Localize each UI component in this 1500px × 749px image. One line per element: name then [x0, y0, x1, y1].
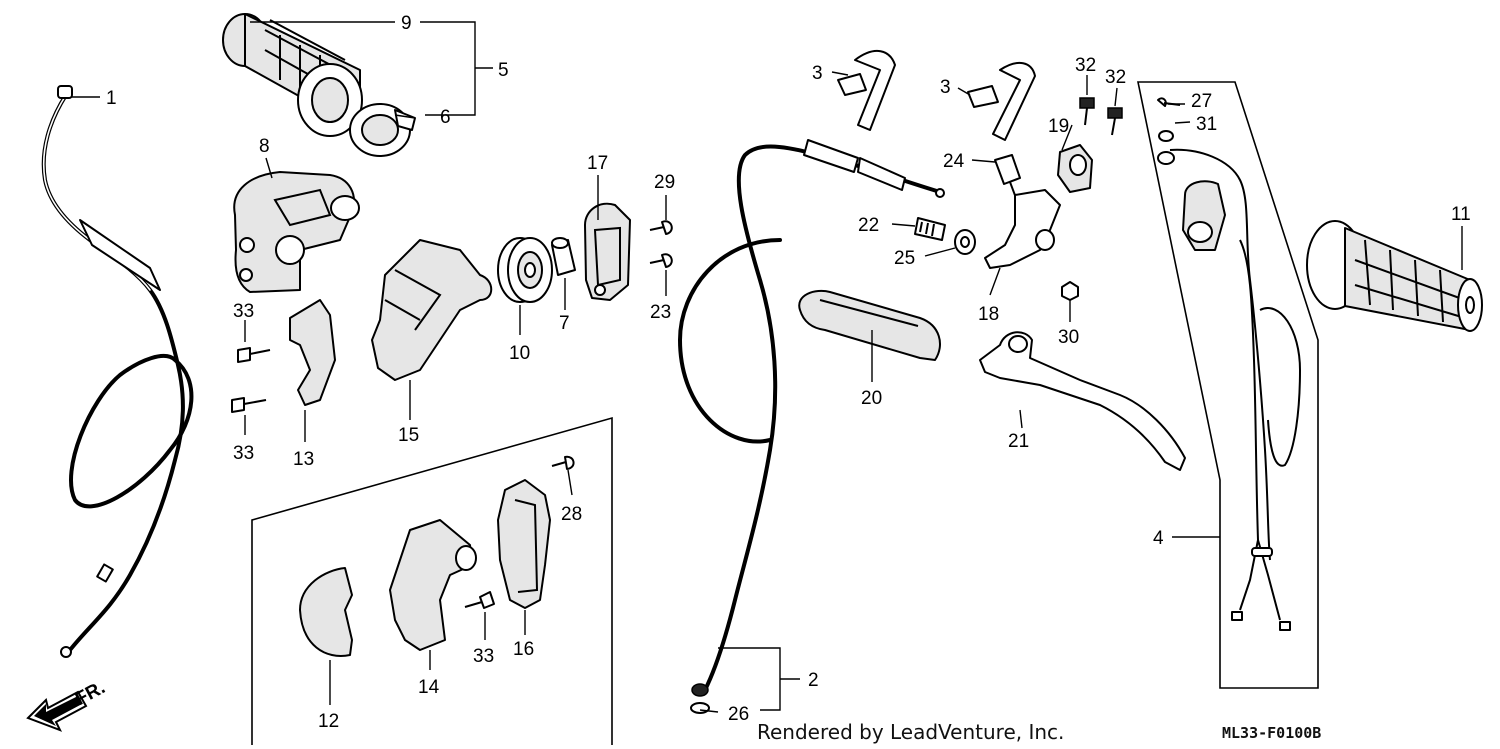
- housing-part-14[interactable]: [389, 519, 477, 651]
- throttle-pulley-part[interactable]: [497, 237, 553, 303]
- callout-21: 21: [1008, 431, 1029, 452]
- callout-28: 28: [561, 504, 582, 525]
- throttle-clamp-part[interactable]: [289, 299, 336, 406]
- callout-18: 18: [978, 304, 999, 325]
- screw-part-28[interactable]: [551, 455, 575, 470]
- callout-23: 23: [650, 302, 671, 323]
- nut-part-30[interactable]: [1061, 281, 1079, 301]
- callout-6: 6: [440, 107, 451, 128]
- callout-11: 11: [1451, 204, 1471, 225]
- callout-13: 13: [293, 449, 314, 470]
- bolt-part-33c[interactable]: [464, 591, 495, 609]
- callout-7: 7: [559, 313, 570, 334]
- callout-14: 14: [418, 677, 440, 698]
- housing-cover-part[interactable]: [584, 202, 631, 301]
- throttle-cable-part[interactable]: [41, 85, 194, 658]
- callout-leaders: [72, 21, 1463, 713]
- callout-29: 29: [654, 172, 675, 193]
- callout-30: 30: [1058, 327, 1079, 348]
- front-direction-arrow-icon: [26, 690, 88, 732]
- callout-8: 8: [259, 136, 270, 157]
- bolt-part-32b[interactable]: [1107, 107, 1123, 136]
- callout-31: 31: [1196, 114, 1217, 135]
- callout-16: 16: [513, 639, 534, 660]
- callout-4: 4: [1153, 528, 1164, 549]
- screw-part-27[interactable]: [1157, 97, 1181, 107]
- switch-assembly-inset-frame: [1137, 81, 1319, 689]
- throttle-housing-part[interactable]: [233, 171, 360, 293]
- callout-26: 26: [728, 704, 749, 725]
- alternate-parts-inset-frame: [251, 416, 613, 745]
- lever-bracket-part-19[interactable]: [1057, 144, 1093, 193]
- adjuster-part-22[interactable]: [914, 217, 946, 241]
- callout-9: 9: [401, 13, 412, 34]
- housing-body-part[interactable]: [371, 239, 493, 381]
- callout-19: 19: [1048, 116, 1069, 137]
- callout-labels: 1 2 3 3 4 5 6 7 8 9 10 11 12 13 14 15 16…: [106, 13, 1471, 732]
- callout-33c: 33: [473, 646, 494, 667]
- washer-part-31[interactable]: [1157, 130, 1175, 165]
- callout-32b: 32: [1105, 67, 1126, 88]
- callout-15: 15: [398, 425, 419, 446]
- callout-2: 2: [808, 670, 819, 691]
- callout-3a: 3: [812, 63, 823, 84]
- locknut-part-25[interactable]: [954, 229, 976, 255]
- callout-10: 10: [509, 343, 530, 364]
- engine-stop-switch-part-4[interactable]: [1169, 148, 1302, 631]
- clamp-part-12[interactable]: [299, 567, 353, 657]
- lever-cover-part-20[interactable]: [798, 290, 941, 361]
- clutch-lever-part-21[interactable]: [979, 331, 1186, 471]
- cover-part-16[interactable]: [497, 479, 551, 609]
- callout-5: 5: [498, 60, 509, 81]
- cable-tie-part-3a[interactable]: [837, 50, 896, 131]
- collar-part[interactable]: [551, 237, 576, 276]
- diagram-code: ML33-F0100B: [1222, 724, 1321, 742]
- bolt-part-33a[interactable]: [237, 347, 271, 363]
- callout-1: 1: [106, 88, 117, 109]
- callout-12: 12: [318, 711, 339, 732]
- lever-bracket-part-18[interactable]: [984, 189, 1061, 269]
- callout-20: 20: [861, 388, 882, 409]
- throttle-grip-part[interactable]: [222, 13, 416, 157]
- adjuster-part-24[interactable]: [994, 154, 1021, 199]
- callout-24: 24: [943, 151, 965, 172]
- callout-27: 27: [1191, 91, 1212, 112]
- callout-33a: 33: [233, 301, 254, 322]
- callout-33b: 33: [233, 443, 254, 464]
- callout-32a: 32: [1075, 55, 1096, 76]
- callout-25: 25: [894, 248, 915, 269]
- clutch-cable-part[interactable]: [677, 139, 945, 714]
- screw-part-23[interactable]: [649, 253, 673, 268]
- callout-3b: 3: [940, 77, 951, 98]
- bolt-part-32a[interactable]: [1079, 97, 1095, 126]
- render-credit: Rendered by LeadVenture, Inc.: [757, 720, 1064, 744]
- left-grip-part-11[interactable]: [1306, 220, 1483, 332]
- cable-tie-part-3b[interactable]: [967, 61, 1036, 141]
- callout-17: 17: [587, 153, 608, 174]
- bolt-part-33b[interactable]: [231, 397, 267, 413]
- callout-22: 22: [858, 215, 879, 236]
- screw-part-29[interactable]: [649, 220, 673, 235]
